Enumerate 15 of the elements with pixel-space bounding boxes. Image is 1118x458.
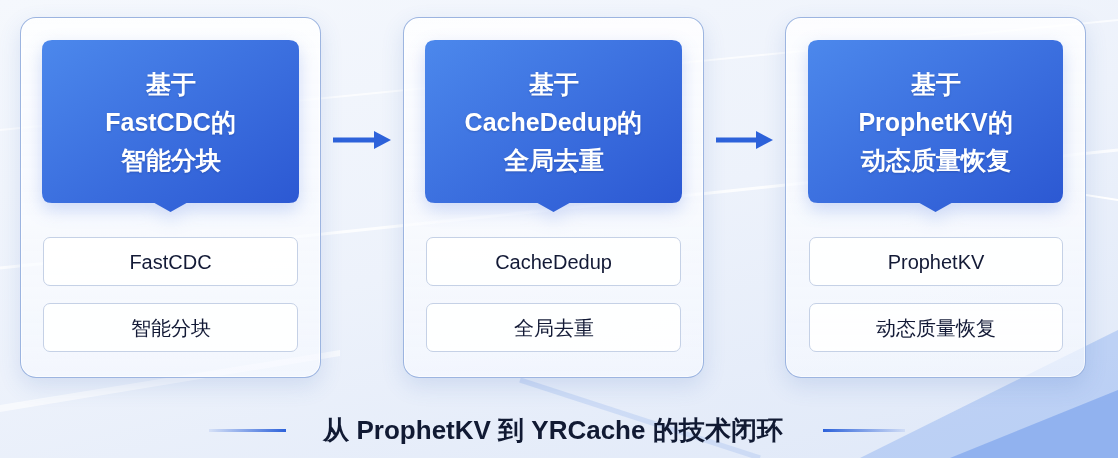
title: 从 ProphetKV 到 YRCache 的技术闭环 bbox=[323, 414, 783, 446]
info-box: 动态质量恢复 bbox=[809, 303, 1063, 352]
info-box: ProphetKV bbox=[809, 237, 1063, 286]
info-box: FastCDC bbox=[43, 237, 298, 286]
card-panel bbox=[20, 17, 321, 378]
arrow bbox=[333, 131, 391, 149]
card-panel bbox=[785, 17, 1086, 378]
info-box: CacheDedup bbox=[426, 237, 681, 286]
info-box: 全局去重 bbox=[426, 303, 681, 352]
card-panel bbox=[403, 17, 704, 378]
info-box: 智能分块 bbox=[43, 303, 298, 352]
arrow bbox=[716, 131, 773, 149]
callout-box: 基于CacheDedup的全局去重 bbox=[425, 40, 682, 212]
callout-box: 基于FastCDC的智能分块 bbox=[42, 40, 299, 212]
callout-box: 基于ProphetKV的动态质量恢复 bbox=[808, 40, 1063, 212]
